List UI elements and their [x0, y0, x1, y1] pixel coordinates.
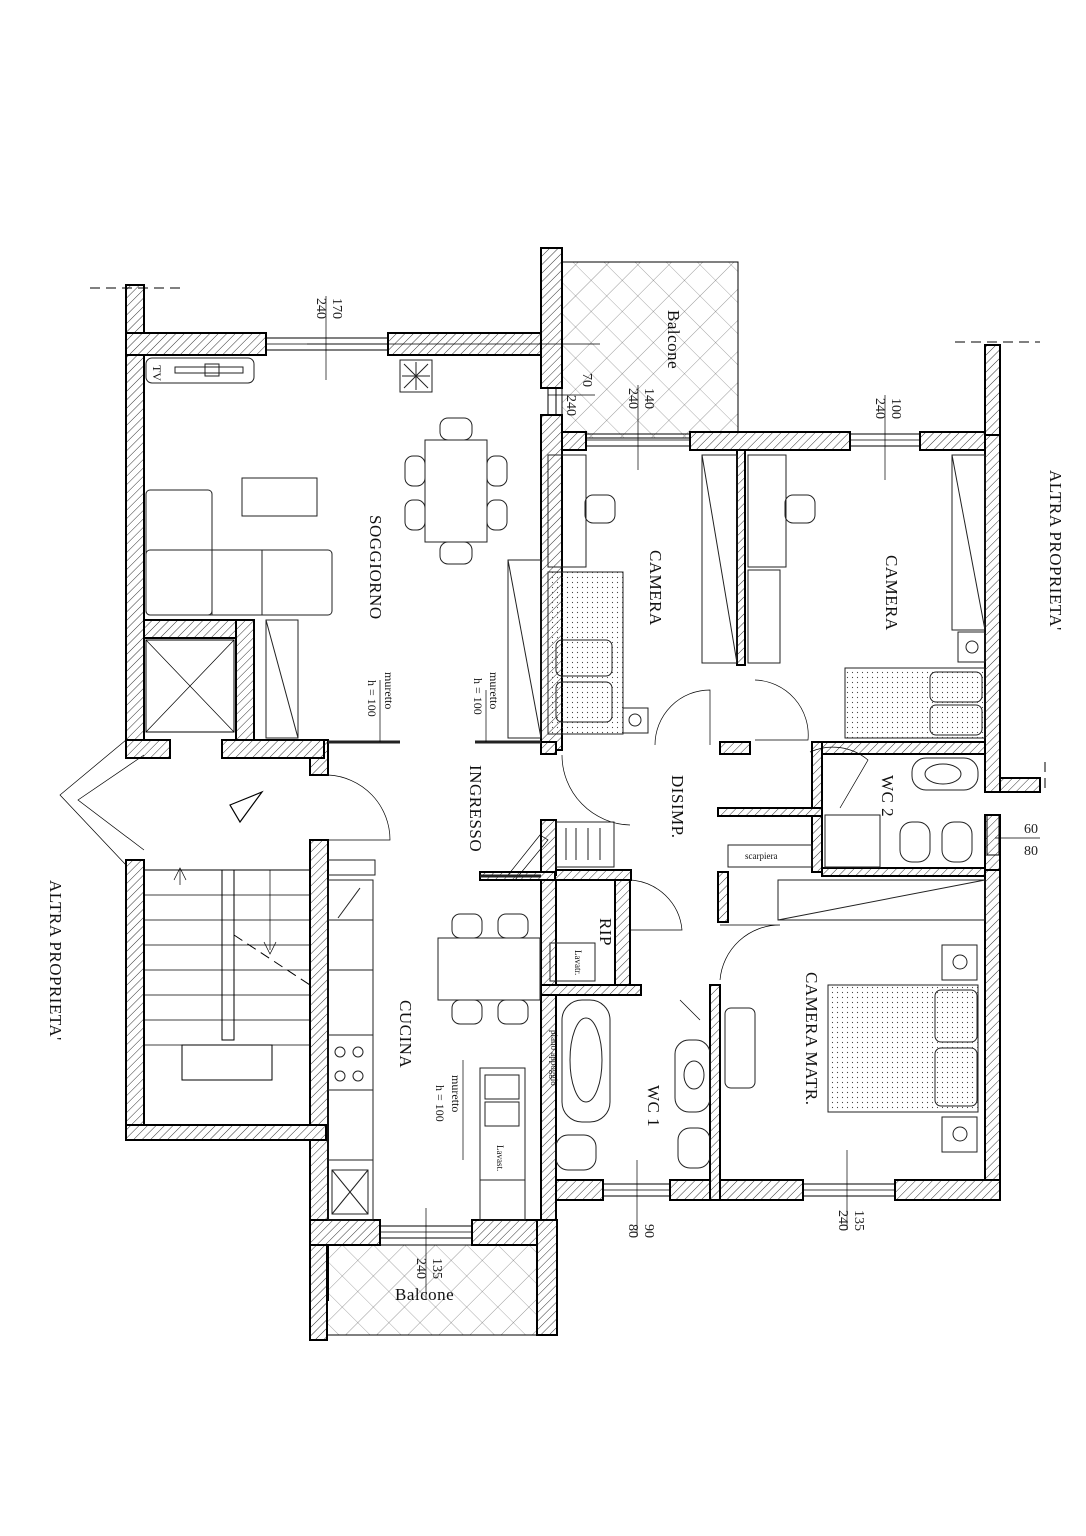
label-muretto-2-b: h = 100: [471, 678, 485, 715]
dim-cucina-bottom: 240: [413, 1258, 428, 1279]
label-camera-matr: CAMERA MATR.: [802, 972, 821, 1106]
dim-soggiorno-bottom: 240: [313, 298, 328, 319]
label-rip: RIP: [596, 918, 615, 946]
stairs: [143, 867, 311, 1126]
dim-leaders: [90, 287, 1046, 1300]
dim-wc1-top: 90: [641, 1224, 656, 1238]
label-muretto-1-a: muretto: [382, 672, 396, 709]
label-tv: TV: [150, 365, 164, 381]
dimension-labels: 170 240 70 240 140 240 100 240 60 80 90 …: [313, 298, 1038, 1279]
room-labels: SOGGIORNO INGRESSO CUCINA CAMERA CAMERA …: [366, 310, 901, 1304]
label-balcone-bottom: Balcone: [395, 1285, 454, 1304]
fixture-labels: TV scarpiera Lavatr. piano appoggio Lava…: [150, 365, 777, 1171]
dim-wc2-bottom: 80: [1024, 844, 1038, 859]
label-lavastoviglie: Lavast.: [495, 1145, 505, 1171]
dim-matr-bottom: 240: [835, 1210, 850, 1231]
dim-balcone-win-bottom: 240: [563, 395, 578, 416]
dim-wc1-bottom: 80: [625, 1224, 640, 1238]
label-altra-proprieta-left: ALTRA PROPRIETA': [46, 880, 65, 1041]
label-disimp: DISIMP.: [668, 775, 687, 839]
boundary-labels: ALTRA PROPRIETA' ALTRA PROPRIETA': [46, 470, 1065, 1041]
dim-camera2-top: 100: [888, 398, 903, 419]
label-muretto-3-a: muretto: [449, 1075, 463, 1112]
dim-soggiorno-top: 170: [329, 298, 344, 319]
label-ingresso: INGRESSO: [466, 765, 485, 852]
balcone-bottom-floor: [326, 1244, 556, 1336]
label-cucina: CUCINA: [396, 1000, 415, 1068]
label-camera-2: CAMERA: [882, 555, 901, 631]
label-balcone-top: Balcone: [664, 310, 683, 369]
label-altra-proprieta-right: ALTRA PROPRIETA': [1046, 470, 1065, 631]
walls: [125, 247, 1041, 1341]
label-piano-appoggio: piano appoggio: [549, 1030, 559, 1086]
label-muretto-1-b: h = 100: [365, 680, 379, 717]
dim-camera1-bottom: 240: [625, 388, 640, 409]
elevator: [145, 639, 235, 733]
furniture: [145, 357, 986, 1221]
dim-camera1-top: 140: [641, 388, 656, 409]
label-muretto-3-b: h = 100: [433, 1085, 447, 1122]
label-soggiorno: SOGGIORNO: [366, 515, 385, 620]
dim-cucina-top: 135: [429, 1258, 444, 1279]
dim-wc2-top: 60: [1024, 822, 1038, 837]
north-arrow-icon: [229, 790, 264, 824]
dim-matr-top: 135: [851, 1210, 866, 1231]
doors: [327, 679, 869, 1021]
label-lavatrice: Lavatr.: [573, 950, 583, 975]
label-camera-1: CAMERA: [646, 550, 665, 626]
label-wc2: WC 2: [878, 775, 897, 817]
balcone-top-floor: [561, 261, 739, 439]
label-scarpiera: scarpiera: [745, 851, 777, 861]
label-muretto-2-a: muretto: [487, 672, 501, 709]
label-wc1: WC 1: [644, 1085, 663, 1127]
dim-camera2-bottom: 240: [872, 398, 887, 419]
dim-balcone-win-top: 70: [579, 373, 594, 387]
